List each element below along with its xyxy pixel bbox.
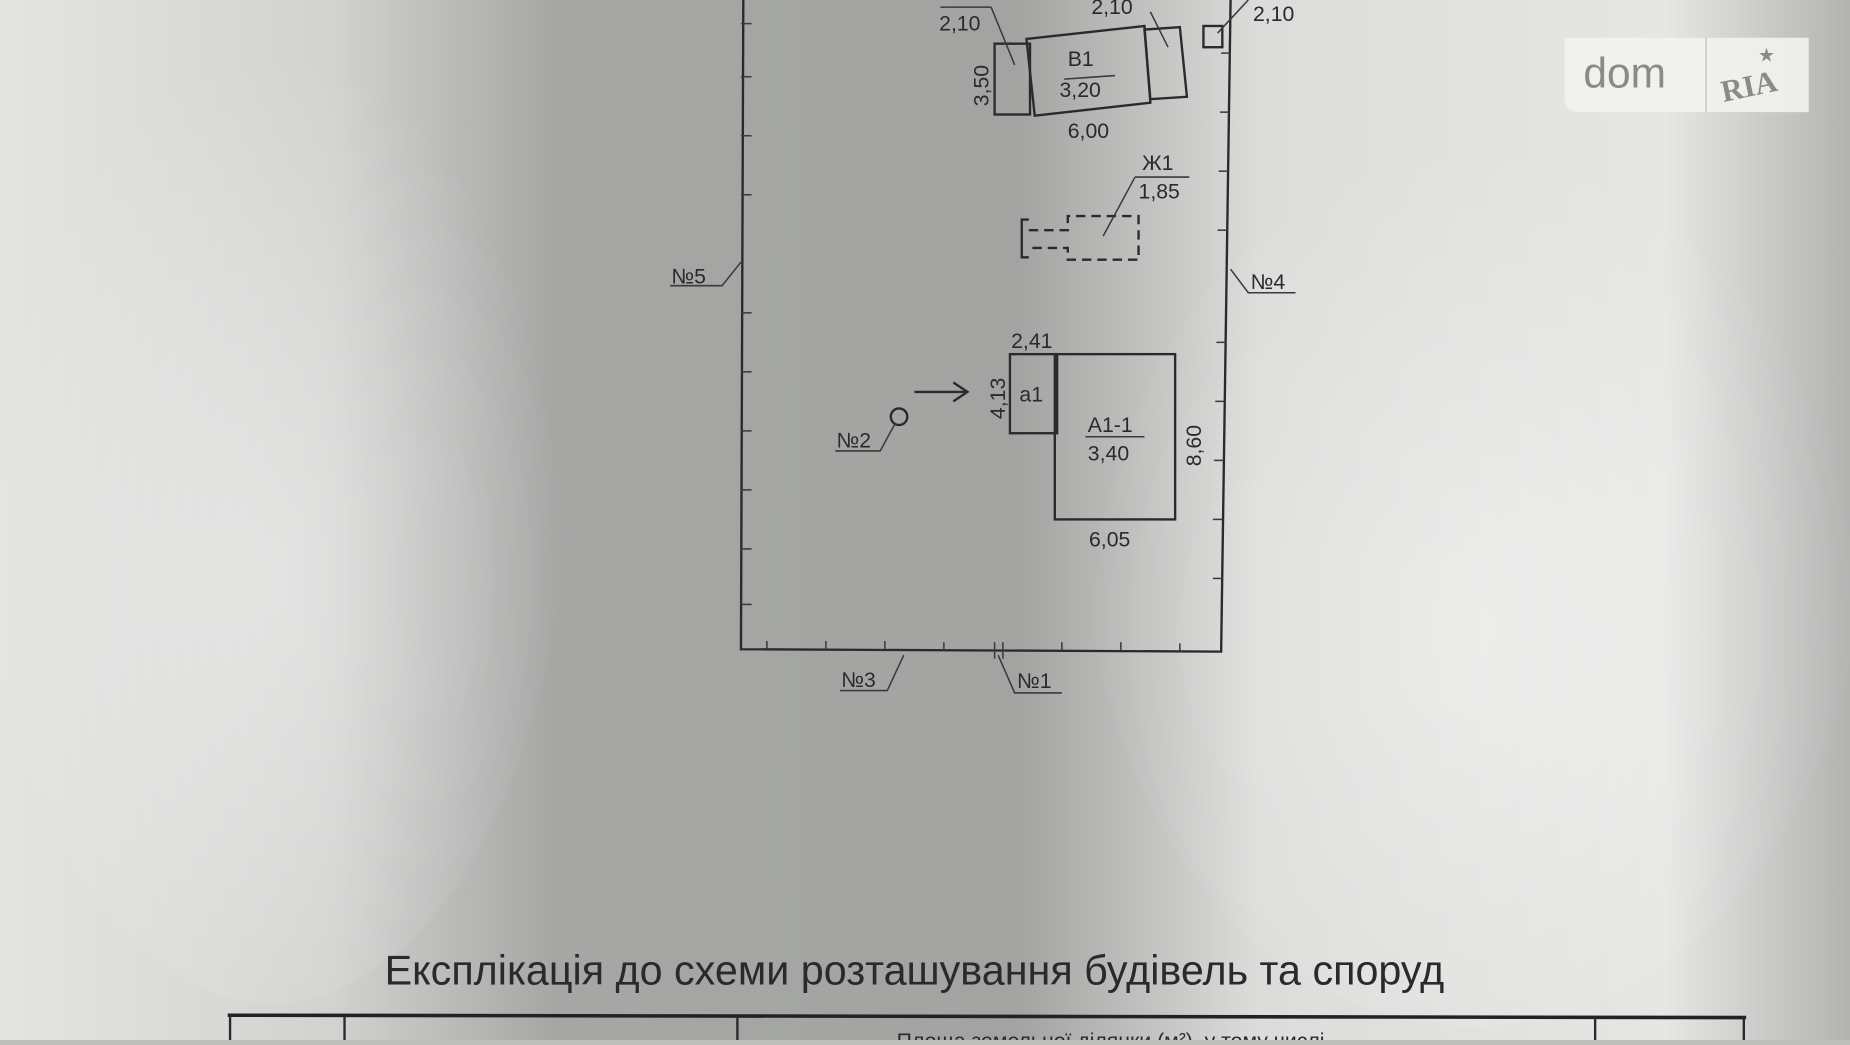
building-b1: В1 3,20 6,00 3,50 2,10 2,10 [939,0,1189,143]
boundary-point-4: №4 [1229,268,1296,294]
building-a1-1: А1-1 3,40 6,05 8,60 [1053,352,1206,552]
boundary-point-5: №5 [670,261,742,288]
svg-text:Ж1: Ж1 [1142,151,1173,175]
boundary-point-1: №1 [997,654,1062,694]
table-header-partial: Площа земельної ділянки (м²), у тому чис… [897,1029,1325,1040]
svg-text:★: ★ [1758,45,1775,66]
svg-text:dom: dom [1583,50,1666,97]
entrance-arrow-icon [914,381,970,403]
svg-text:2,41: 2,41 [1011,329,1052,353]
svg-text:2,10: 2,10 [1091,0,1132,19]
small-structure: 2,10 [1202,0,1294,49]
plot-boundary [739,0,1232,659]
svg-text:6,05: 6,05 [1089,528,1130,552]
svg-text:А1-1: А1-1 [1088,413,1133,437]
svg-text:В1: В1 [1068,47,1094,71]
svg-text:3,20: 3,20 [1060,78,1101,102]
svg-text:6,00: 6,00 [1068,119,1109,143]
svg-text:№5: №5 [671,264,706,288]
svg-text:№3: №3 [841,668,876,692]
svg-text:2,10: 2,10 [939,12,980,36]
building-zh1: Ж1 1,85 [1020,151,1190,261]
svg-text:4,13: 4,13 [986,378,1010,419]
svg-text:№1: №1 [1017,669,1052,693]
svg-text:1,85: 1,85 [1139,179,1180,203]
building-a1: а1 2,41 4,13 [986,329,1059,435]
domria-watermark-logo: dom RIA ★ [1564,37,1809,113]
svg-text:№2: №2 [837,428,872,452]
svg-text:№4: №4 [1251,270,1286,294]
boundary-point-2: №2 [835,407,909,452]
explication-title: Експлікація до схеми розташування будіве… [385,948,1445,994]
svg-text:3,40: 3,40 [1088,441,1129,465]
svg-text:3,50: 3,50 [970,65,994,106]
svg-text:а1: а1 [1019,382,1043,406]
svg-text:8,60: 8,60 [1182,425,1206,466]
boundary-point-3: №3 [840,654,905,692]
svg-text:2,10: 2,10 [1253,2,1294,26]
